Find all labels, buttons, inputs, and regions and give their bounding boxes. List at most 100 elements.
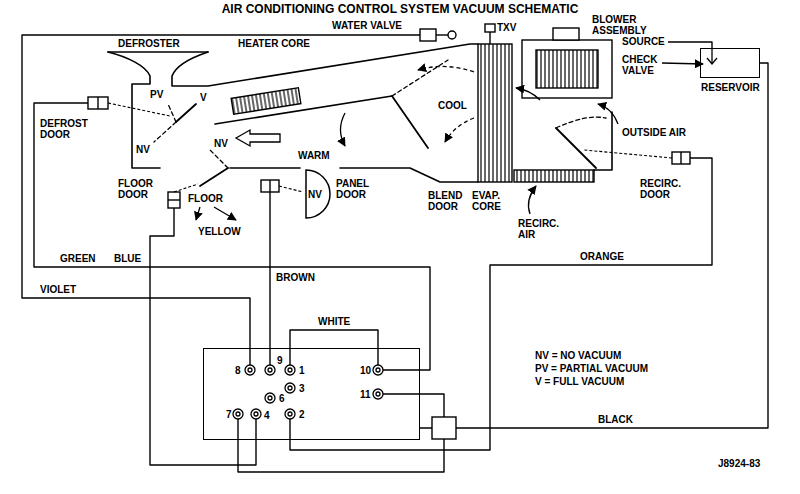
switch-ports	[245, 365, 255, 375]
switch-ports	[248, 368, 252, 372]
switch-ports	[376, 368, 380, 372]
vacuum-actuators	[168, 199, 180, 200]
vacuum-actuators	[269, 180, 270, 192]
hose-color-label: BROWN	[276, 272, 315, 283]
evaporator-core	[478, 44, 512, 182]
check-valve	[662, 63, 703, 64]
door-flaps	[392, 96, 428, 148]
switch-ports	[233, 409, 243, 419]
vacuum-key-note: PV = PARTIAL VACUUM	[535, 363, 648, 374]
air-duct-housing	[230, 167, 300, 169]
port-number: 4	[264, 410, 270, 421]
heater-core	[231, 88, 301, 114]
vacuum-hoses	[34, 103, 430, 370]
switch-ports	[233, 365, 383, 419]
blower-assembly	[522, 28, 612, 98]
vacuum-hoses	[383, 394, 444, 417]
part-label: TXV	[497, 22, 516, 33]
air-duct-housing	[108, 44, 612, 182]
part-label: COOL	[438, 100, 467, 111]
actuator-rods	[108, 103, 672, 192]
airflow-arrows	[214, 207, 236, 220]
vacuum-actuators	[168, 192, 180, 208]
airflow-arrows	[445, 118, 474, 142]
airflow-arrows	[196, 66, 618, 220]
blower-assembly	[522, 40, 612, 98]
txv-valve	[485, 24, 495, 44]
vacuum-actuators	[88, 97, 108, 109]
switch-ports	[268, 368, 272, 372]
actuator-rods	[584, 150, 672, 158]
switch-ports	[285, 409, 295, 419]
vacuum-actuators	[97, 97, 98, 109]
port-number: 7	[226, 409, 232, 420]
switch-ports	[285, 383, 295, 393]
part-label: CHECK VALVE	[622, 54, 668, 76]
check-valve	[662, 48, 717, 64]
door-flaps	[200, 168, 228, 186]
vacuum-key-note: V = FULL VACUUM	[535, 376, 624, 387]
vacuum-state-label: V	[200, 92, 207, 103]
air-duct-housing	[108, 52, 160, 168]
figure-number: J8924-83	[718, 458, 760, 469]
port-number: 9	[277, 355, 283, 366]
vacuum-actuators	[261, 180, 279, 192]
port-number: 10	[360, 365, 371, 376]
evaporator-core	[478, 44, 512, 182]
vacuum-state-label: NV	[308, 189, 322, 200]
vacuum-actuators	[88, 29, 690, 208]
door-flaps	[154, 122, 176, 142]
door-flaps	[306, 170, 330, 218]
vacuum-hoses	[22, 35, 712, 472]
switch-ports	[251, 409, 261, 419]
hose-color-label: ORANGE	[580, 251, 624, 262]
recirc-grille	[514, 170, 594, 182]
vacuum-actuators	[680, 152, 681, 164]
airflow-arrows	[236, 130, 280, 146]
part-label: EVAP. CORE	[472, 190, 510, 212]
actuator-rods	[279, 186, 303, 192]
vacuum-actuators	[672, 152, 690, 164]
door-flaps	[154, 60, 606, 218]
tank-label: RESERVOIR	[701, 82, 760, 93]
part-label: RECIRC. AIR	[518, 218, 564, 240]
part-label: PANEL DOOR	[336, 178, 376, 200]
vacuum-actuators	[436, 34, 448, 35]
restrictor-box	[432, 417, 456, 439]
part-label: BLOWER ASSEMBLY	[592, 14, 652, 36]
part-label: BLEND DOOR	[428, 190, 468, 212]
diagram-title: AIR CONDITIONING CONTROL SYSTEM VACUUM S…	[0, 2, 800, 16]
part-label: RECIRC. DOOR	[640, 178, 686, 200]
vacuum-key-note: NV = NO VACUUM	[535, 350, 621, 361]
switch-ports	[236, 412, 240, 416]
hose-color-label: BLACK	[598, 414, 633, 425]
vacuum-hose	[420, 63, 768, 428]
switch-ports	[254, 412, 258, 416]
port-number: 11	[360, 389, 371, 400]
control-switch-body: 891103117462	[203, 348, 420, 440]
vacuum-state-label: NV	[136, 144, 150, 155]
door-flaps	[168, 104, 176, 122]
switch-ports	[288, 412, 292, 416]
reservoir-tank: RESERVOIR	[700, 48, 760, 78]
hose-color-label: VIOLET	[40, 284, 76, 295]
part-label: FLOOR DOOR	[118, 178, 158, 200]
switch-ports	[373, 365, 383, 375]
check-valve	[707, 58, 717, 64]
switch-ports	[376, 392, 380, 396]
airflow-arrows	[341, 113, 346, 146]
part-label: FLOOR	[188, 193, 223, 204]
vacuum-state-label: NV	[214, 138, 228, 149]
switch-ports	[288, 386, 292, 390]
part-label: WARM	[298, 150, 330, 161]
hose-color-label: YELLOW	[198, 226, 241, 237]
heater-core	[231, 88, 301, 114]
vacuum-hoses	[238, 419, 444, 472]
door-flaps	[556, 128, 596, 168]
door-flaps	[556, 117, 606, 128]
recirc-grille	[514, 170, 594, 182]
door-flaps	[392, 60, 448, 96]
vacuum-hoses	[22, 35, 420, 365]
switch-ports	[265, 393, 275, 403]
